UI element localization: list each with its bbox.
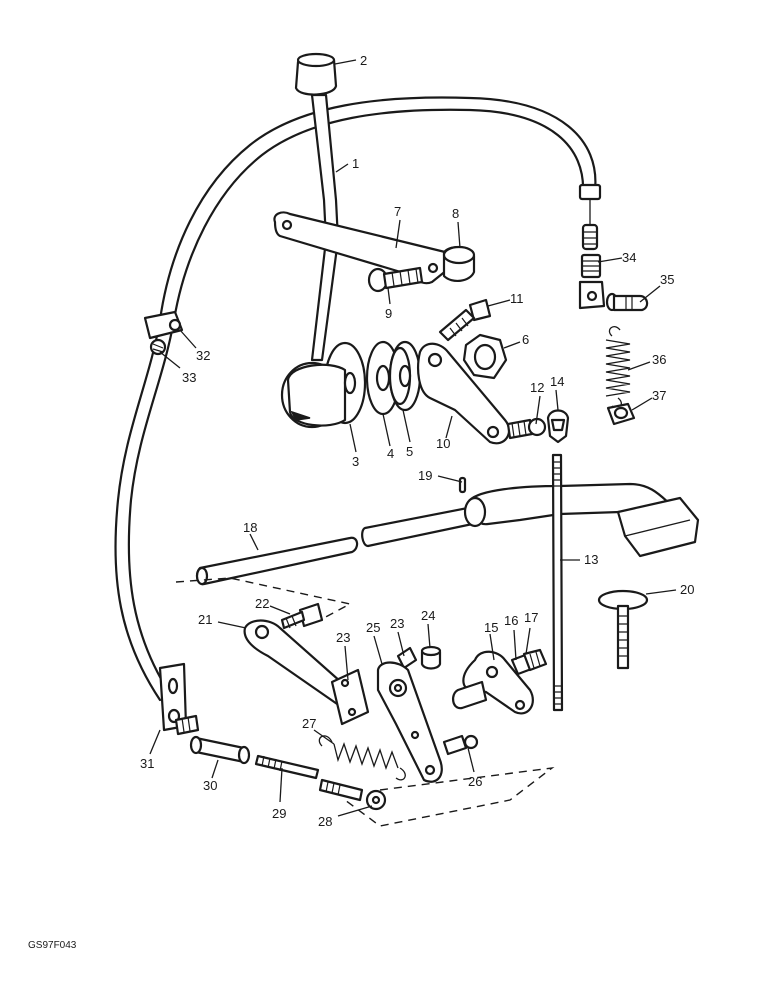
callout-13: 13 xyxy=(584,552,598,567)
inner-cable xyxy=(581,199,599,251)
lever-rod xyxy=(310,93,340,362)
callout-28: 28 xyxy=(318,814,332,829)
bolt-16-nut-17 xyxy=(510,648,548,676)
lever-boss xyxy=(280,341,367,429)
callout-16: 16 xyxy=(504,613,518,628)
plate-23-left xyxy=(330,668,370,726)
callout-32: 32 xyxy=(196,348,210,363)
bolt-9 xyxy=(367,266,424,293)
callout-37: 37 xyxy=(652,388,666,403)
callout-27: 27 xyxy=(302,716,316,731)
pedal-pad xyxy=(616,496,700,558)
callout-7: 7 xyxy=(394,204,401,219)
callout-21: 21 xyxy=(198,612,212,627)
callout-31: 31 xyxy=(140,756,154,771)
callout-23-right: 23 xyxy=(390,616,404,631)
plate-23-right xyxy=(396,646,418,670)
callout-24: 24 xyxy=(421,608,435,623)
washer-5 xyxy=(388,340,422,412)
cross-shaft xyxy=(195,504,484,586)
callout-8: 8 xyxy=(452,206,459,221)
assembly-outline-lower xyxy=(344,766,555,827)
callout-11: 11 xyxy=(510,291,524,306)
coupling-30 xyxy=(189,735,251,765)
rod-end-28 xyxy=(318,778,387,811)
drawing-reference: GS97F043 xyxy=(28,940,77,951)
bolt-11 xyxy=(438,298,492,342)
pedal-arm xyxy=(463,482,672,528)
callout-25: 25 xyxy=(366,620,380,635)
callout-26: 26 xyxy=(468,774,482,789)
bracket-31 xyxy=(158,662,188,732)
lever-knob xyxy=(294,52,338,96)
callout-14: 14 xyxy=(550,374,564,389)
callout-30: 30 xyxy=(203,778,217,793)
callout-4: 4 xyxy=(387,446,394,461)
callout-36: 36 xyxy=(652,352,666,367)
upper-bellcrank xyxy=(452,650,534,715)
callout-33: 33 xyxy=(182,370,196,385)
bolt-22 xyxy=(280,602,324,630)
callout-18: 18 xyxy=(243,520,257,535)
callout-2: 2 xyxy=(360,53,367,68)
threaded-rod-29 xyxy=(254,754,320,780)
callout-3: 3 xyxy=(352,454,359,469)
callout-20: 20 xyxy=(680,582,694,597)
callout-9: 9 xyxy=(385,306,392,321)
ball-stud xyxy=(506,417,547,440)
clevis-pin xyxy=(605,292,649,312)
assembly-outline-upper xyxy=(175,577,353,621)
leader-lines xyxy=(149,59,677,817)
spring-27 xyxy=(318,735,406,781)
return-spring xyxy=(605,326,631,409)
callout-10: 10 xyxy=(436,436,450,451)
callout-35: 35 xyxy=(660,272,674,287)
roll-pin xyxy=(458,476,467,494)
bellcrank xyxy=(417,342,511,445)
callout-34: 34 xyxy=(622,250,636,265)
clip-26 xyxy=(442,734,479,756)
center-lever xyxy=(376,661,443,783)
callout-12: 12 xyxy=(530,380,544,395)
callout-23-left: 23 xyxy=(336,630,350,645)
clevis-fitting xyxy=(578,253,606,310)
socket-joint xyxy=(546,409,570,444)
stop-bolt xyxy=(597,589,649,670)
callout-19: 19 xyxy=(418,468,432,483)
stud-31 xyxy=(174,714,200,736)
spacer-24 xyxy=(420,645,442,670)
callout-5: 5 xyxy=(406,444,413,459)
cable-clip xyxy=(143,310,184,340)
bushing xyxy=(442,245,476,282)
link-arm xyxy=(273,211,454,285)
callout-1: 1 xyxy=(352,156,359,171)
nut-6 xyxy=(462,333,508,380)
callout-15: 15 xyxy=(484,620,498,635)
spring-anchor xyxy=(606,402,636,426)
adjuster-rod xyxy=(551,453,564,712)
callout-22: 22 xyxy=(255,596,269,611)
clip-screw xyxy=(149,338,167,356)
callout-29: 29 xyxy=(272,806,286,821)
callout-6: 6 xyxy=(522,332,529,347)
callout-17: 17 xyxy=(524,610,538,625)
